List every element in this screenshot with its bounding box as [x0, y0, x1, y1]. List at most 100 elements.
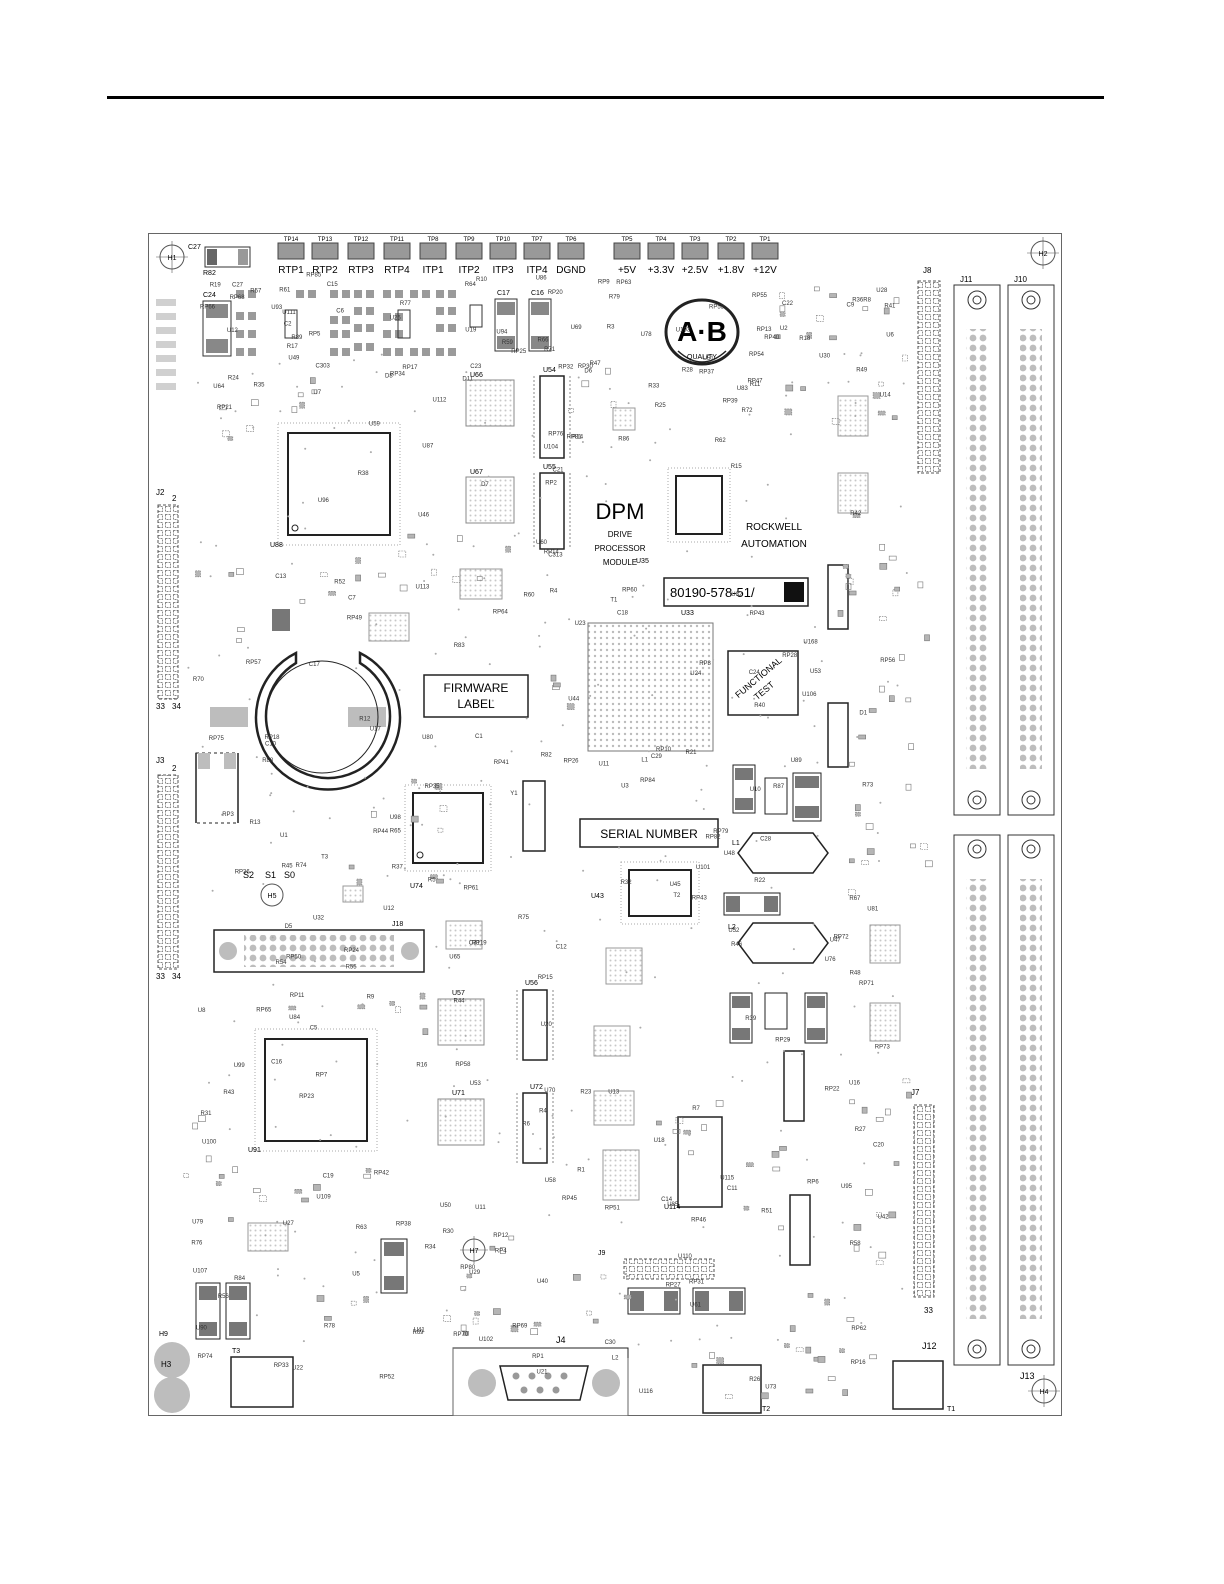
bga-u67: U67 [465, 469, 515, 524]
designator-label: RP51 [605, 1206, 621, 1212]
smd-part [437, 827, 444, 833]
via [654, 441, 657, 444]
designator-label: U81 [867, 907, 879, 913]
smd-part [760, 1392, 769, 1400]
via [712, 658, 715, 661]
serial-number-text: SERIAL NUMBER [600, 827, 698, 841]
designator-label: R64 [465, 282, 477, 288]
via [262, 883, 265, 885]
transformer-t3: T3 [230, 1348, 294, 1408]
via [804, 641, 806, 644]
designator-label: R33 [648, 383, 660, 389]
svg-text:C16: C16 [531, 290, 544, 297]
via [860, 1322, 863, 1324]
via [209, 575, 212, 578]
firmware-line2: LABEL [457, 697, 495, 711]
via [197, 381, 199, 384]
j13-label: J13 [1020, 1371, 1035, 1381]
capacitor-c24: C24 [202, 292, 232, 357]
designator-label: R16 [416, 1063, 428, 1069]
designator-label: D8 [385, 374, 393, 380]
designator-label: R28 [682, 368, 694, 374]
designator-label: RP73 [875, 1044, 891, 1050]
via [302, 1340, 305, 1343]
via [513, 534, 516, 537]
designator-label: R47 [590, 361, 602, 367]
designator-label: RP10 [656, 747, 672, 753]
via [604, 483, 607, 485]
smd-part [854, 804, 861, 811]
designator-label: R39 [745, 1016, 757, 1022]
designator-label: RP84 [640, 778, 656, 784]
smd-part [419, 1004, 428, 1010]
designator-label: RP13 [757, 327, 773, 333]
via [633, 634, 636, 637]
smd-part [784, 1343, 790, 1348]
svg-text:J18: J18 [392, 921, 403, 928]
smd-part [328, 590, 336, 596]
designator-label: R21 [686, 750, 698, 756]
designator-label: R74 [296, 863, 308, 869]
designator-label: U11 [475, 1205, 486, 1211]
designator-label: R13 [250, 820, 262, 826]
smd-part [419, 992, 426, 1000]
smd-part [395, 1006, 401, 1013]
designator-label: R69 [413, 1330, 425, 1336]
smd-part [356, 878, 363, 886]
header-rule [107, 96, 1104, 99]
via [631, 595, 634, 598]
via [654, 976, 656, 979]
designator-label: C21 [553, 467, 565, 473]
designator-label: C23 [470, 364, 482, 370]
smd-part [829, 335, 837, 341]
designator-label: RP79 [713, 829, 729, 835]
designator-label: U16 [849, 1081, 861, 1087]
svg-text:TP7: TP7 [531, 237, 543, 243]
designator-label: C13 [275, 574, 287, 580]
via [802, 699, 805, 702]
smd-part [463, 1331, 469, 1336]
designator-label: R56 [218, 1294, 230, 1300]
via [587, 1158, 590, 1161]
via [302, 501, 304, 504]
via [341, 385, 343, 388]
designator-label: RP18 [265, 735, 281, 741]
via [843, 353, 846, 355]
via [639, 1026, 642, 1029]
via [187, 666, 190, 669]
designator-label: U104 [544, 445, 559, 451]
capacitors-power [195, 764, 828, 1340]
connector-j13: J13 [1007, 834, 1055, 1381]
designator-label: R60 [524, 592, 536, 598]
via [745, 499, 748, 502]
smd-part [399, 584, 408, 592]
smd-part [288, 1005, 297, 1011]
via [555, 940, 558, 943]
designator-label: RP62 [851, 1326, 867, 1332]
smd-part [683, 1129, 692, 1135]
designator-label: RP63 [616, 280, 632, 286]
designator-label: U52 [728, 928, 740, 934]
via [483, 577, 486, 580]
via [618, 1292, 621, 1295]
via [211, 889, 214, 892]
smd-part [218, 1174, 225, 1179]
designator-label: U53 [810, 669, 822, 675]
via [221, 813, 224, 816]
via [321, 1005, 324, 1008]
via [785, 394, 788, 397]
via [532, 1133, 534, 1135]
smd-part [716, 1357, 725, 1364]
via [700, 788, 703, 791]
smd-part [910, 843, 916, 849]
crystal-y1 [195, 752, 239, 824]
via [292, 810, 295, 813]
via [776, 1338, 779, 1341]
designator-label: C24 [749, 670, 761, 676]
designator-label: RP27 [666, 1282, 682, 1288]
via [525, 717, 528, 720]
designator-label: R62 [715, 438, 727, 444]
svg-text:RTP2: RTP2 [312, 265, 338, 276]
